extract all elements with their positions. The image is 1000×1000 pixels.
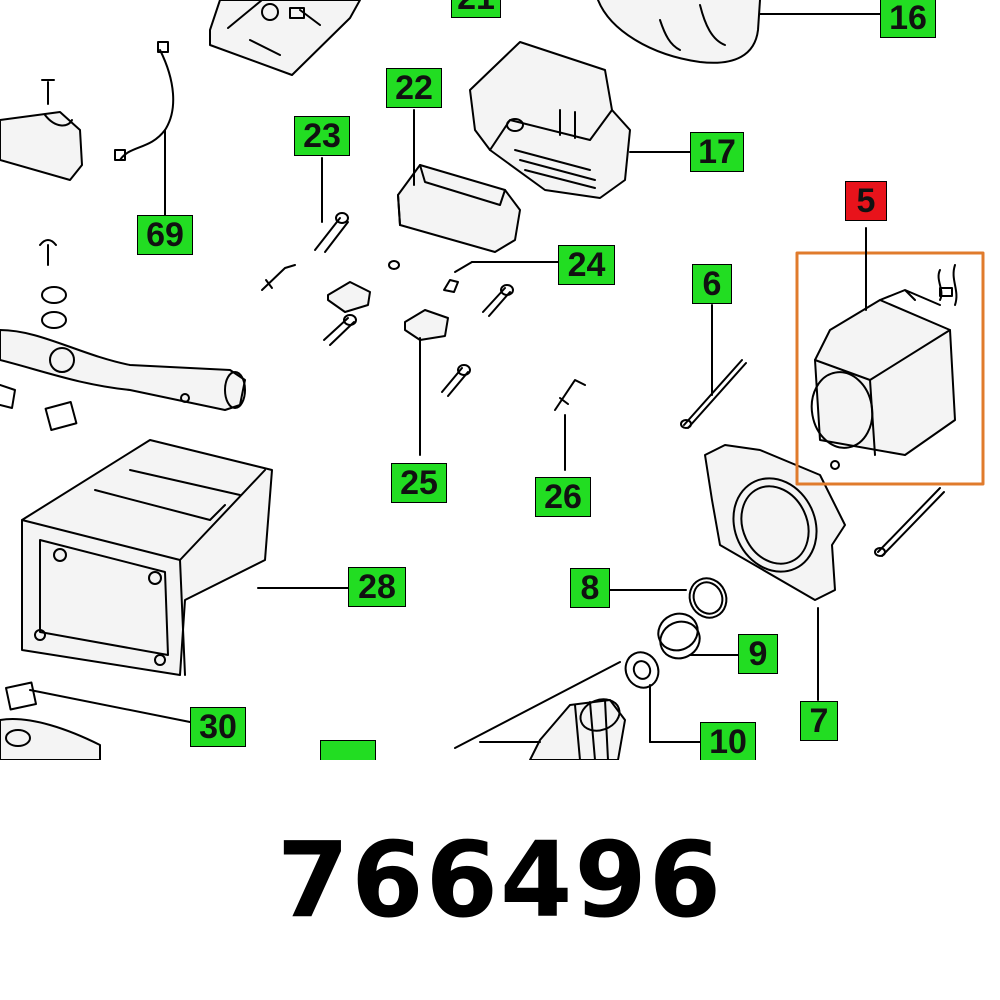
top-plate-part — [209, 0, 361, 76]
cover-17-part — [469, 41, 631, 199]
callout-30: 30 — [190, 707, 246, 747]
parts-drawing — [0, 0, 985, 760]
callout-21: 21 — [451, 0, 501, 18]
screws-and-pins — [314, 212, 945, 557]
exploded-parts-diagram: 21 16 22 23 17 69 5 24 6 25 26 28 8 9 30… — [0, 0, 985, 760]
callout-69: 69 — [137, 215, 193, 255]
left-handle-parts — [0, 79, 246, 431]
brush-cover-22-part — [397, 164, 521, 253]
callout-23: 23 — [294, 116, 350, 156]
callout-5-selected: 5 — [845, 181, 887, 221]
stator-5-part — [810, 264, 958, 470]
base-parts — [0, 681, 101, 760]
leader-lines — [29, 13, 881, 749]
cover-16-part — [597, 0, 761, 64]
callout-7: 7 — [800, 701, 838, 741]
callout-25: 25 — [391, 463, 447, 503]
callout-16: 16 — [880, 0, 936, 38]
brush-holders — [261, 264, 586, 411]
part-number: 766496 — [276, 819, 724, 941]
callout-8: 8 — [570, 568, 610, 608]
callout-9: 9 — [738, 634, 778, 674]
callout-24: 24 — [558, 245, 615, 285]
callout-10: 10 — [700, 722, 756, 760]
callout-28: 28 — [348, 567, 406, 607]
callout-partial — [320, 740, 376, 760]
callout-6: 6 — [692, 264, 732, 304]
armature-part — [529, 698, 626, 760]
selected-part-highlight — [795, 251, 985, 486]
callout-17: 17 — [690, 132, 744, 172]
callout-22: 22 — [386, 68, 442, 108]
callout-26: 26 — [535, 477, 591, 517]
gasket-7-part — [704, 444, 846, 601]
housing-28-part — [21, 439, 273, 676]
